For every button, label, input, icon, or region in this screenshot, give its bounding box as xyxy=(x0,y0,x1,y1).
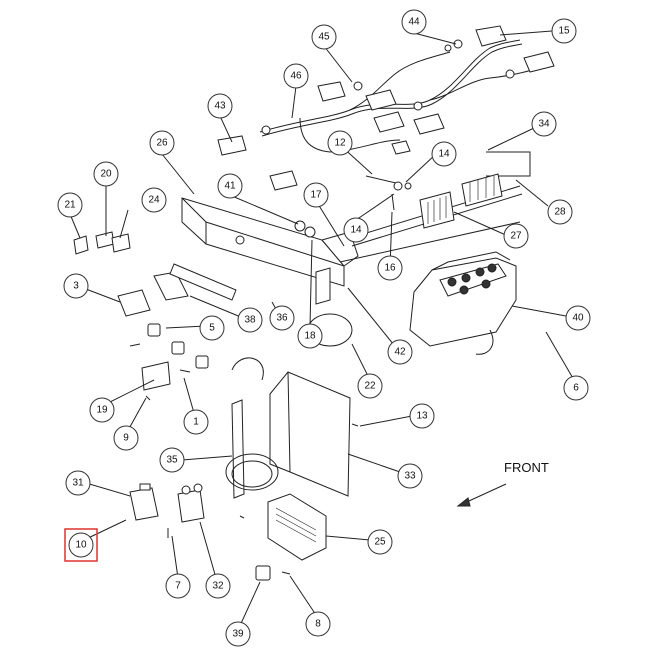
callout-36: 36 xyxy=(269,305,295,331)
svg-text:44: 44 xyxy=(408,17,420,28)
svg-text:22: 22 xyxy=(364,381,376,392)
motor-controller xyxy=(267,493,327,561)
callout-39: 39 xyxy=(225,621,251,647)
callout-34: 34 xyxy=(531,111,557,137)
svg-text:16: 16 xyxy=(384,263,396,274)
svg-text:42: 42 xyxy=(394,347,406,358)
svg-text:43: 43 xyxy=(214,101,226,112)
callout-27: 27 xyxy=(503,223,529,249)
left-small-parts xyxy=(73,231,237,391)
mounting-bracket xyxy=(181,151,531,305)
callout-12: 12 xyxy=(327,130,353,156)
connector-blocks xyxy=(419,173,503,229)
svg-text:24: 24 xyxy=(148,195,160,206)
callout-43: 43 xyxy=(207,93,233,119)
callout-17: 17 xyxy=(303,182,329,208)
callout-28: 28 xyxy=(547,199,573,225)
harness-connectors xyxy=(217,25,555,191)
callout-26: 26 xyxy=(149,130,175,156)
svg-text:10: 10 xyxy=(75,540,87,551)
callout-21: 21 xyxy=(57,192,83,218)
svg-text:17: 17 xyxy=(310,190,322,201)
callout-31: 31 xyxy=(65,470,91,496)
solenoids xyxy=(129,483,205,523)
callout-13: 13 xyxy=(409,403,435,429)
callout-7: 7 xyxy=(165,573,191,599)
svg-text:45: 45 xyxy=(318,32,330,43)
svg-text:39: 39 xyxy=(232,629,244,640)
svg-text:18: 18 xyxy=(304,331,316,342)
callout-15: 15 xyxy=(551,18,577,44)
callout-6: 6 xyxy=(563,375,589,401)
svg-text:8: 8 xyxy=(315,619,321,630)
callout-9: 9 xyxy=(113,425,139,451)
small-hardware xyxy=(145,395,359,581)
svg-text:9: 9 xyxy=(123,433,129,444)
front-indicator: FRONT xyxy=(456,460,549,507)
callout-14-top: 14 xyxy=(431,141,457,167)
callout-14-bottom: 14 xyxy=(343,217,369,243)
callout-46: 46 xyxy=(283,63,309,89)
svg-text:26: 26 xyxy=(156,138,168,149)
callout-10-highlight xyxy=(64,528,98,562)
callout-25: 25 xyxy=(367,529,393,555)
svg-text:27: 27 xyxy=(510,231,522,242)
mounting-plate xyxy=(225,371,351,499)
svg-text:19: 19 xyxy=(96,405,108,416)
svg-text:28: 28 xyxy=(554,207,566,218)
bolt-set xyxy=(365,175,412,211)
svg-text:46: 46 xyxy=(290,71,302,82)
svg-text:14: 14 xyxy=(438,149,450,160)
callout-18: 18 xyxy=(297,323,323,349)
svg-text:12: 12 xyxy=(334,138,346,149)
svg-text:1: 1 xyxy=(193,417,199,428)
callout-38: 38 xyxy=(237,307,263,333)
callout-40: 40 xyxy=(565,305,591,331)
callout-20: 20 xyxy=(93,161,119,187)
svg-text:21: 21 xyxy=(64,200,76,211)
callout-24: 24 xyxy=(141,187,167,213)
callout-44: 44 xyxy=(401,9,427,35)
callout-41: 41 xyxy=(217,173,243,199)
svg-text:20: 20 xyxy=(100,169,112,180)
callout-22: 22 xyxy=(357,373,383,399)
svg-text:36: 36 xyxy=(276,313,288,324)
callout-16: 16 xyxy=(377,255,403,281)
svg-text:41: 41 xyxy=(224,181,236,192)
callout-8: 8 xyxy=(305,611,331,637)
front-label: FRONT xyxy=(504,460,549,475)
control-pod xyxy=(409,251,517,355)
svg-text:3: 3 xyxy=(73,281,79,292)
svg-text:38: 38 xyxy=(244,315,256,326)
callout-42: 42 xyxy=(387,339,413,365)
callout-35: 35 xyxy=(159,447,185,473)
svg-text:25: 25 xyxy=(374,537,386,548)
svg-text:14: 14 xyxy=(350,225,362,236)
svg-text:6: 6 xyxy=(573,383,579,394)
svg-text:40: 40 xyxy=(572,313,584,324)
svg-text:31: 31 xyxy=(72,478,84,489)
svg-text:13: 13 xyxy=(416,411,428,422)
svg-text:5: 5 xyxy=(209,323,215,334)
callout-1: 1 xyxy=(183,409,209,435)
callout-33: 33 xyxy=(397,463,423,489)
callout-5: 5 xyxy=(199,315,225,341)
callout-19: 19 xyxy=(89,397,115,423)
svg-text:32: 32 xyxy=(212,581,224,592)
callout-32: 32 xyxy=(205,573,231,599)
svg-text:7: 7 xyxy=(175,581,181,592)
svg-text:34: 34 xyxy=(538,119,550,130)
callout-10: 10 xyxy=(68,532,94,558)
callout-45: 45 xyxy=(311,24,337,50)
svg-text:35: 35 xyxy=(166,455,178,466)
svg-text:33: 33 xyxy=(404,471,416,482)
svg-text:15: 15 xyxy=(558,26,570,37)
callout-3: 3 xyxy=(63,273,89,299)
